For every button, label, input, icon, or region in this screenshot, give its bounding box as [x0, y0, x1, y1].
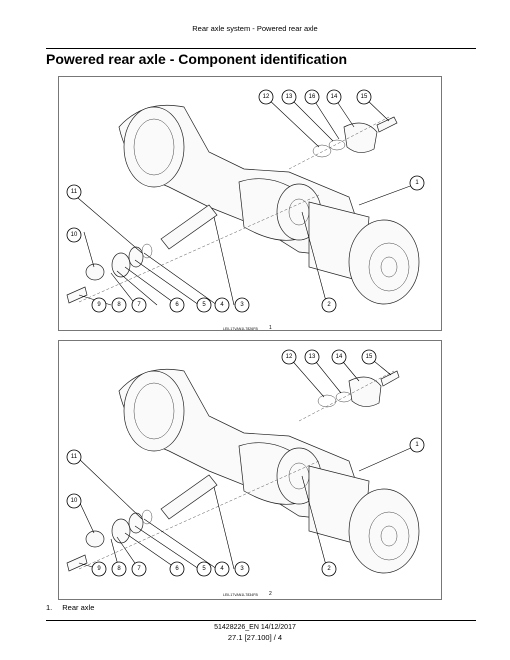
callout-15: 15: [361, 349, 377, 365]
callout-4: 4: [214, 561, 230, 577]
svg-text:8: 8: [117, 566, 121, 572]
callout-16: 16: [304, 89, 320, 105]
callout-10: 10: [66, 227, 82, 243]
callout-4: 4: [214, 297, 230, 313]
legend-number: 1.: [46, 603, 53, 612]
callout-6: 6: [169, 297, 185, 313]
svg-text:9: 9: [97, 566, 101, 572]
footer-rule: [46, 620, 476, 621]
footer-page-number: 27.1 [27.100] / 4: [227, 633, 283, 642]
callout-11: 11: [66, 184, 82, 200]
callout-13: 13: [304, 349, 320, 365]
svg-text:13: 13: [286, 94, 293, 100]
callout-9: 9: [91, 297, 107, 313]
svg-text:12: 12: [263, 94, 270, 100]
callout-6: 6: [169, 561, 185, 577]
svg-text:1: 1: [415, 180, 419, 186]
svg-text:3: 3: [240, 302, 244, 308]
svg-text:8: 8: [117, 302, 121, 308]
svg-text:6: 6: [175, 566, 179, 572]
svg-text:5: 5: [202, 302, 206, 308]
svg-text:15: 15: [366, 354, 373, 360]
callout-12: 12: [258, 89, 274, 105]
svg-text:3: 3: [240, 566, 244, 572]
callout-14: 14: [331, 349, 347, 365]
svg-text:5: 5: [202, 566, 206, 572]
svg-text:9: 9: [97, 302, 101, 308]
svg-text:10: 10: [71, 498, 78, 504]
legend-label: Rear axle: [62, 603, 95, 612]
callout-11: 11: [66, 449, 82, 465]
callout-12: 12: [281, 349, 297, 365]
svg-text:12: 12: [286, 354, 293, 360]
callout-5: 5: [196, 561, 212, 577]
svg-text:15: 15: [361, 94, 368, 100]
callout-9: 9: [91, 561, 107, 577]
figure-1-caption: LEIL17VAN1L7826FB: [223, 327, 258, 331]
callout-15: 15: [356, 89, 372, 105]
svg-text:14: 14: [336, 354, 343, 360]
callout-7: 7: [131, 297, 147, 313]
figure-1: 1 2 3 4 5 6 7 8 9 10 11 12 13 14 15 16 L…: [58, 76, 442, 331]
svg-text:11: 11: [71, 189, 78, 195]
callout-2: 2: [321, 297, 337, 313]
title-rule: [46, 48, 476, 49]
running-header: Rear axle system - Powered rear axle: [192, 24, 318, 33]
svg-text:2: 2: [327, 566, 331, 572]
svg-text:1: 1: [415, 442, 419, 448]
figure-1-drawing: 1 2 3 4 5 6 7 8 9 10 11 12 13 14 15 16: [66, 89, 425, 313]
callout-8: 8: [111, 297, 127, 313]
svg-text:7: 7: [137, 566, 141, 572]
figure-2: 1 2 3 4 5 6 7 8 9 10 11 12 13 14 15 LEIL…: [58, 340, 442, 600]
svg-text:14: 14: [331, 94, 338, 100]
svg-text:4: 4: [220, 302, 224, 308]
svg-text:13: 13: [309, 354, 316, 360]
callout-13: 13: [281, 89, 297, 105]
svg-text:11: 11: [71, 454, 78, 460]
svg-text:6: 6: [175, 302, 179, 308]
section-title: Powered rear axle - Component identifica…: [46, 51, 348, 67]
callout-10: 10: [66, 493, 82, 509]
svg-text:16: 16: [309, 94, 316, 100]
callout-14: 14: [326, 89, 342, 105]
svg-text:10: 10: [71, 232, 78, 238]
svg-text:4: 4: [220, 566, 224, 572]
figure-2-caption: LEIL17VAN1L7834FB: [223, 593, 258, 597]
figure-1-number: 1: [269, 325, 272, 331]
callout-1: 1: [409, 175, 425, 191]
figure-2-number: 2: [269, 591, 272, 597]
callout-3: 3: [234, 561, 250, 577]
callout-8: 8: [111, 561, 127, 577]
callout-3: 3: [234, 297, 250, 313]
callout-7: 7: [131, 561, 147, 577]
svg-text:2: 2: [327, 302, 331, 308]
legend-item-1: 1. Rear axle: [46, 603, 94, 612]
callout-5: 5: [196, 297, 212, 313]
svg-text:7: 7: [137, 302, 141, 308]
callout-2: 2: [321, 561, 337, 577]
figure-2-drawing: 1 2 3 4 5 6 7 8 9 10 11 12 13 14 15: [66, 349, 425, 577]
callout-1: 1: [409, 437, 425, 453]
footer-doc-id: 51428226_EN 14/12/2017: [214, 624, 296, 631]
